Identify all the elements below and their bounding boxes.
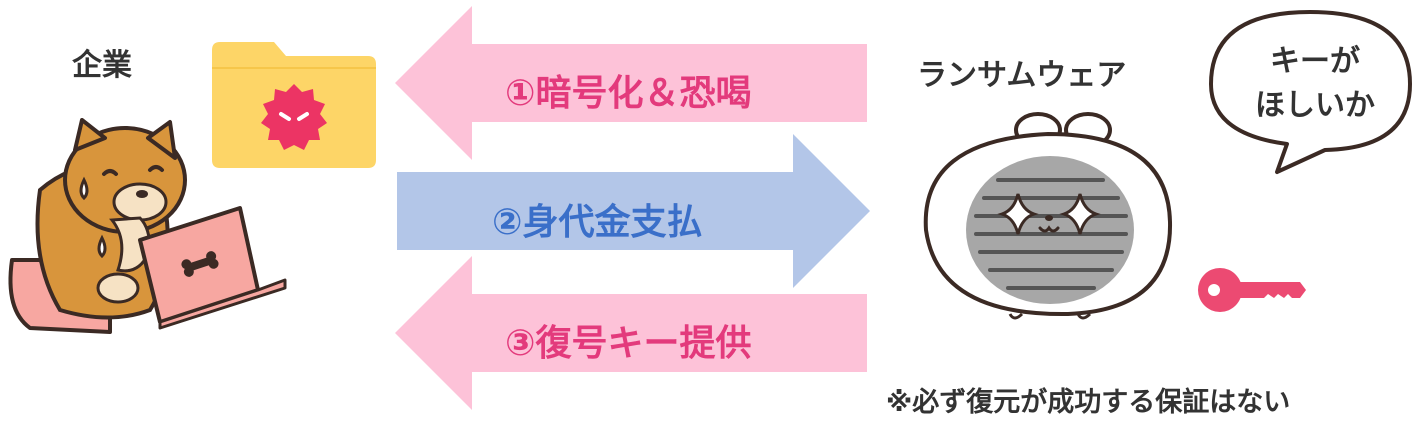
ransomware-cat-illustration <box>923 112 1173 320</box>
key-icon <box>1198 268 1306 312</box>
dog-at-laptop-illustration <box>8 118 287 334</box>
virus-badge <box>261 84 327 150</box>
ransomware-label: ランサムウェア <box>917 58 1127 93</box>
infected-folder-icon <box>212 42 376 168</box>
bubble-line2: ほしいか <box>1255 88 1375 123</box>
company-label: 企業 <box>72 48 132 83</box>
step3-label: ③復号キー提供 <box>505 323 752 364</box>
step2-label: ②身代金支払 <box>492 202 703 243</box>
bubble-text: キーが ほしいか <box>1225 40 1405 128</box>
arrow-step1-left <box>395 6 867 160</box>
bubble-line1: キーが <box>1270 44 1360 79</box>
disclaimer-note: ※必ず復元が成功する保証はない <box>886 387 1291 418</box>
arrow-step2-right <box>397 134 870 288</box>
speech-bubble <box>1209 10 1412 174</box>
arrow-step3-left <box>395 256 867 410</box>
step1-label: ①暗号化＆恐喝 <box>505 73 752 114</box>
